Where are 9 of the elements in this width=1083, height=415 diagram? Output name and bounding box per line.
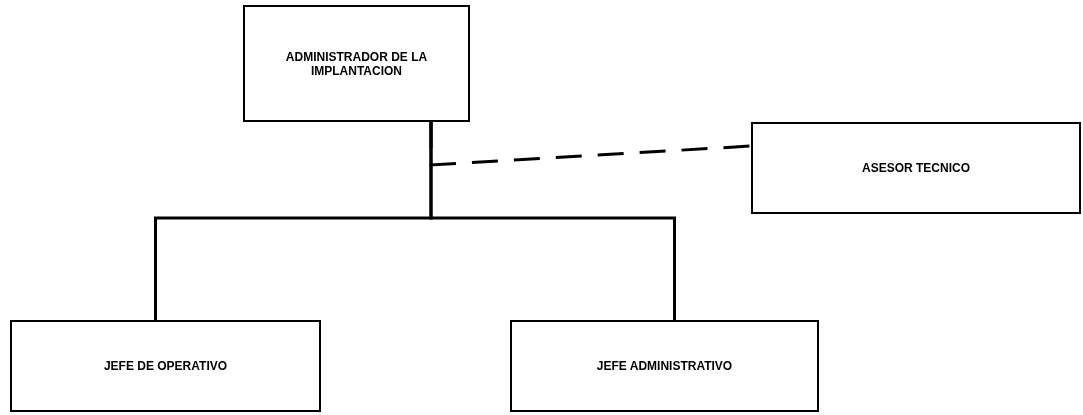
role-title: ADMINISTRADOR DE LA IMPLANTACION (284, 49, 429, 78)
role-title: JEFE ADMINISTRATIVO (596, 359, 733, 373)
connector-line (429, 122, 676, 320)
org-box (751, 122, 1081, 214)
org-box (510, 320, 819, 412)
org-box (10, 320, 321, 412)
role-title: ASESOR TECNICO (862, 161, 970, 175)
org-box (243, 5, 470, 122)
role-title: JEFE DE OPERATIVO (103, 359, 228, 373)
